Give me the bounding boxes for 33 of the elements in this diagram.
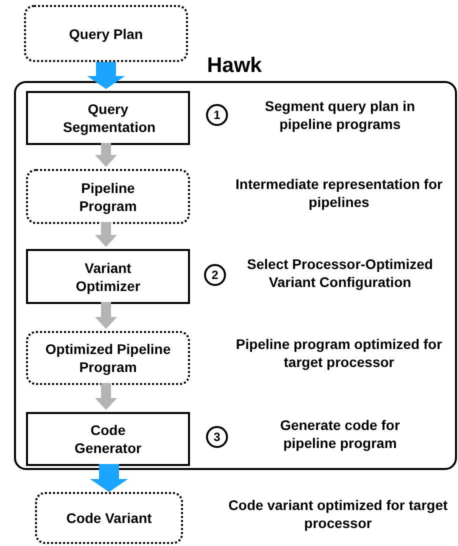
node-label: Pipeline Program (78, 178, 138, 214)
data-box (35, 492, 183, 544)
description-text: Code variant optimized for target processor (228, 496, 448, 532)
arrow (95, 143, 117, 167)
description-text: Segment query plan in pipeline programs (264, 97, 416, 133)
step-number-text: 1 (214, 108, 220, 122)
arrow (87, 62, 125, 89)
plan-box (24, 5, 188, 62)
node-label: Code Generator (74, 421, 142, 457)
step-number (206, 104, 228, 126)
arrow (95, 222, 117, 247)
arrow (90, 464, 128, 492)
process-box (26, 249, 190, 304)
step-number (204, 264, 226, 286)
group-title: Hawk (207, 54, 262, 78)
data-box (26, 331, 190, 385)
description-text: Generate code for pipeline program (279, 416, 401, 452)
step-number-text: 3 (214, 430, 220, 444)
node-label: Optimized Pipeline Program (44, 340, 172, 376)
process-box (26, 91, 190, 145)
process-box (26, 412, 190, 466)
data-box (26, 169, 190, 224)
node-label: Code Variant (65, 509, 153, 527)
step-number (206, 426, 228, 448)
arrow (95, 383, 117, 410)
arrow (95, 302, 117, 329)
description-text: Pipeline program optimized for target processor (234, 335, 444, 371)
description-text: Select Processor-Optimized Variant Configuration (246, 255, 434, 291)
node-label: Query Segmentation (63, 100, 153, 136)
step-number-text: 2 (212, 268, 218, 282)
node-label: Query Plan (68, 24, 144, 42)
description-text: Intermediate representation for pipelines (234, 175, 444, 211)
node-label: Variant Optimizer (74, 258, 142, 294)
